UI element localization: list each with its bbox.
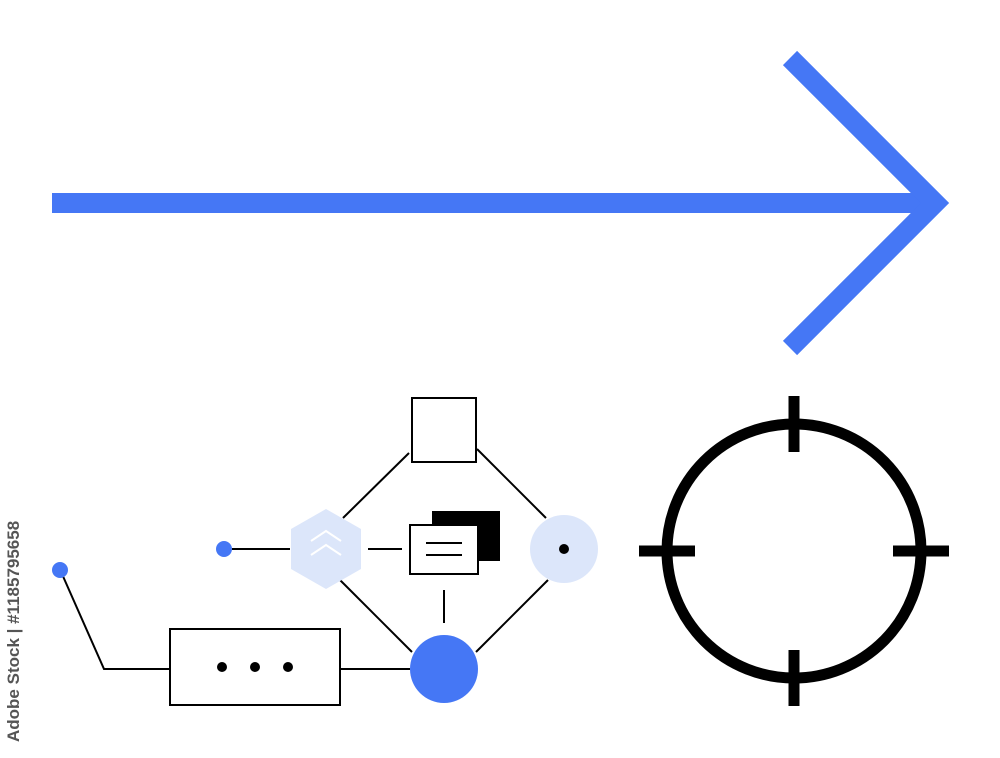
diagram-connectors	[61, 448, 549, 670]
blue-circle-node	[410, 635, 478, 703]
diagram-square-node	[411, 397, 477, 463]
blue-dot-terminal	[52, 562, 68, 578]
network-diagram-icon	[52, 397, 598, 706]
hexagon-chevrons-icon	[291, 509, 361, 589]
blue-dot-node	[216, 541, 232, 557]
stock-watermark: Adobe Stock | #1185795658	[4, 520, 23, 742]
long-right-arrow-icon	[52, 50, 950, 356]
stacked-documents-icon	[409, 511, 500, 575]
ellipsis-box-icon	[169, 628, 341, 706]
crosshair-target-icon	[639, 396, 949, 706]
target-dot-node	[530, 515, 598, 583]
